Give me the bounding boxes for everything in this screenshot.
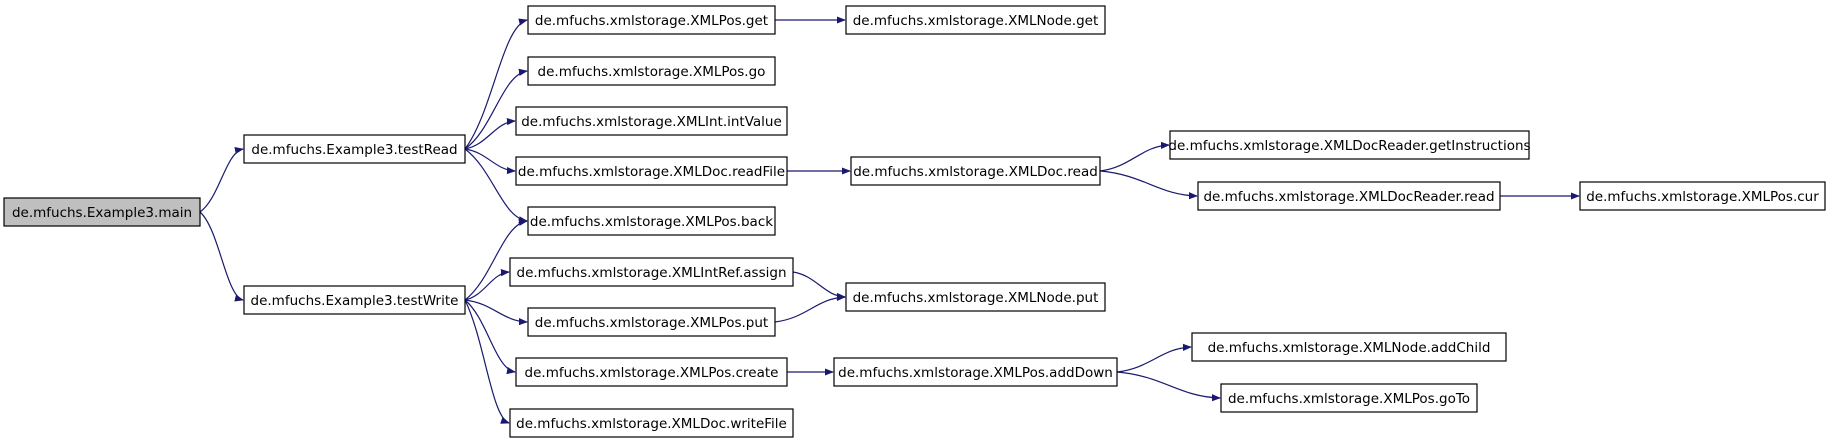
node-box bbox=[527, 206, 776, 236]
node-intValue[interactable]: de.mfuchs.xmlstorage.XMLInt.intValue bbox=[515, 106, 788, 136]
node-posPut[interactable]: de.mfuchs.xmlstorage.XMLPos.put bbox=[527, 307, 776, 337]
edge-testRead-to-readFile bbox=[464, 148, 516, 175]
node-readerRead[interactable]: de.mfuchs.xmlstorage.XMLDocReader.read bbox=[1197, 181, 1501, 211]
node-label: de.mfuchs.xmlstorage.XMLPos.put bbox=[535, 315, 768, 331]
edge-testWrite-to-posCreate bbox=[464, 299, 516, 375]
node-label: de.mfuchs.xmlstorage.XMLDocReader.read bbox=[1203, 189, 1494, 205]
edge-testRead-to-posGo bbox=[464, 68, 528, 150]
node-assign[interactable]: de.mfuchs.xmlstorage.XMLIntRef.assign bbox=[509, 257, 794, 287]
node-label: de.mfuchs.xmlstorage.XMLNode.get bbox=[853, 13, 1099, 29]
node-testWrite[interactable]: de.mfuchs.Example3.testWrite bbox=[243, 285, 466, 315]
node-box bbox=[3, 197, 201, 227]
node-box bbox=[1169, 130, 1530, 160]
edge-testWrite-to-posBack bbox=[464, 218, 528, 301]
node-label: de.mfuchs.xmlstorage.XMLDocReader.getIns… bbox=[1168, 138, 1530, 154]
node-label: de.mfuchs.xmlstorage.XMLIntRef.assign bbox=[517, 265, 787, 281]
node-box bbox=[509, 257, 794, 287]
node-label: de.mfuchs.xmlstorage.XMLDoc.readFile bbox=[518, 164, 785, 180]
node-label: de.mfuchs.xmlstorage.XMLNode.put bbox=[853, 290, 1099, 306]
node-getInstr[interactable]: de.mfuchs.xmlstorage.XMLDocReader.getIns… bbox=[1168, 130, 1531, 160]
node-box bbox=[1579, 181, 1826, 211]
node-addDown[interactable]: de.mfuchs.xmlstorage.XMLPos.addDown bbox=[833, 357, 1118, 387]
node-label: de.mfuchs.xmlstorage.XMLPos.back bbox=[530, 214, 773, 230]
node-box bbox=[850, 156, 1101, 186]
node-writeFile[interactable]: de.mfuchs.xmlstorage.XMLDoc.writeFile bbox=[509, 408, 794, 438]
node-label: de.mfuchs.xmlstorage.XMLDoc.writeFile bbox=[516, 416, 787, 432]
node-box bbox=[243, 134, 466, 164]
edge-docRead-to-getInstr bbox=[1099, 141, 1170, 172]
node-label: de.mfuchs.Example3.main bbox=[12, 205, 192, 221]
node-goTo[interactable]: de.mfuchs.xmlstorage.XMLPos.goTo bbox=[1220, 383, 1478, 413]
edge-assign-to-nodePut bbox=[792, 271, 846, 301]
node-readFile[interactable]: de.mfuchs.xmlstorage.XMLDoc.readFile bbox=[515, 156, 788, 186]
node-posBack[interactable]: de.mfuchs.xmlstorage.XMLPos.back bbox=[527, 206, 776, 236]
node-posCur[interactable]: de.mfuchs.xmlstorage.XMLPos.cur bbox=[1579, 181, 1826, 211]
node-label: de.mfuchs.xmlstorage.XMLPos.cur bbox=[1586, 189, 1819, 205]
node-posGet[interactable]: de.mfuchs.xmlstorage.XMLPos.get bbox=[527, 5, 776, 35]
node-label: de.mfuchs.xmlstorage.XMLDoc.read bbox=[853, 164, 1098, 180]
node-posCreate[interactable]: de.mfuchs.xmlstorage.XMLPos.create bbox=[515, 357, 788, 387]
node-box bbox=[515, 106, 788, 136]
edge-layer bbox=[199, 16, 1580, 424]
edge-testRead-to-posBack bbox=[464, 148, 528, 224]
edge-testWrite-to-writeFile bbox=[464, 299, 510, 424]
node-label: de.mfuchs.xmlstorage.XMLNode.addChild bbox=[1208, 340, 1491, 356]
edge-testRead-to-intValue bbox=[464, 117, 516, 150]
node-box bbox=[1197, 181, 1501, 211]
node-layer: de.mfuchs.Example3.main de.mfuchs.Example… bbox=[3, 5, 1826, 438]
node-box bbox=[845, 282, 1106, 312]
node-label: de.mfuchs.xmlstorage.XMLPos.get bbox=[535, 13, 768, 29]
node-label: de.mfuchs.xmlstorage.XMLPos.addDown bbox=[838, 365, 1113, 381]
node-box bbox=[1191, 332, 1507, 362]
node-box bbox=[527, 5, 776, 35]
node-main[interactable]: de.mfuchs.Example3.main bbox=[3, 197, 201, 227]
node-label: de.mfuchs.xmlstorage.XMLPos.goTo bbox=[1228, 391, 1470, 407]
node-label: de.mfuchs.Example3.testRead bbox=[251, 142, 457, 158]
node-box bbox=[527, 56, 776, 86]
node-box bbox=[515, 357, 788, 387]
node-box bbox=[833, 357, 1118, 387]
node-label: de.mfuchs.xmlstorage.XMLPos.go bbox=[538, 64, 766, 80]
edge-posPut-to-nodePut bbox=[774, 293, 846, 323]
node-testRead[interactable]: de.mfuchs.Example3.testRead bbox=[243, 134, 466, 164]
edge-testWrite-to-posPut bbox=[464, 299, 528, 326]
node-label: de.mfuchs.xmlstorage.XMLInt.intValue bbox=[521, 114, 782, 130]
node-label: de.mfuchs.xmlstorage.XMLPos.create bbox=[525, 365, 779, 381]
node-box bbox=[845, 5, 1106, 35]
node-nodePut[interactable]: de.mfuchs.xmlstorage.XMLNode.put bbox=[845, 282, 1106, 312]
node-docRead[interactable]: de.mfuchs.xmlstorage.XMLDoc.read bbox=[850, 156, 1101, 186]
edge-addDown-to-addChild bbox=[1116, 343, 1192, 373]
node-box bbox=[509, 408, 794, 438]
edge-testRead-to-posGet bbox=[464, 18, 528, 150]
node-nodeGet[interactable]: de.mfuchs.xmlstorage.XMLNode.get bbox=[845, 5, 1106, 35]
edge-main-to-testRead bbox=[199, 146, 244, 213]
edge-main-to-testWrite bbox=[199, 211, 244, 302]
node-box bbox=[527, 307, 776, 337]
edge-docRead-to-readerRead bbox=[1099, 170, 1198, 200]
node-addChild[interactable]: de.mfuchs.xmlstorage.XMLNode.addChild bbox=[1191, 332, 1507, 362]
node-label: de.mfuchs.Example3.testWrite bbox=[251, 293, 459, 309]
node-box bbox=[515, 156, 788, 186]
node-box bbox=[1220, 383, 1478, 413]
node-box bbox=[243, 285, 466, 315]
node-posGo[interactable]: de.mfuchs.xmlstorage.XMLPos.go bbox=[527, 56, 776, 86]
edge-testWrite-to-assign bbox=[464, 269, 510, 301]
edge-addDown-to-goTo bbox=[1116, 371, 1221, 402]
